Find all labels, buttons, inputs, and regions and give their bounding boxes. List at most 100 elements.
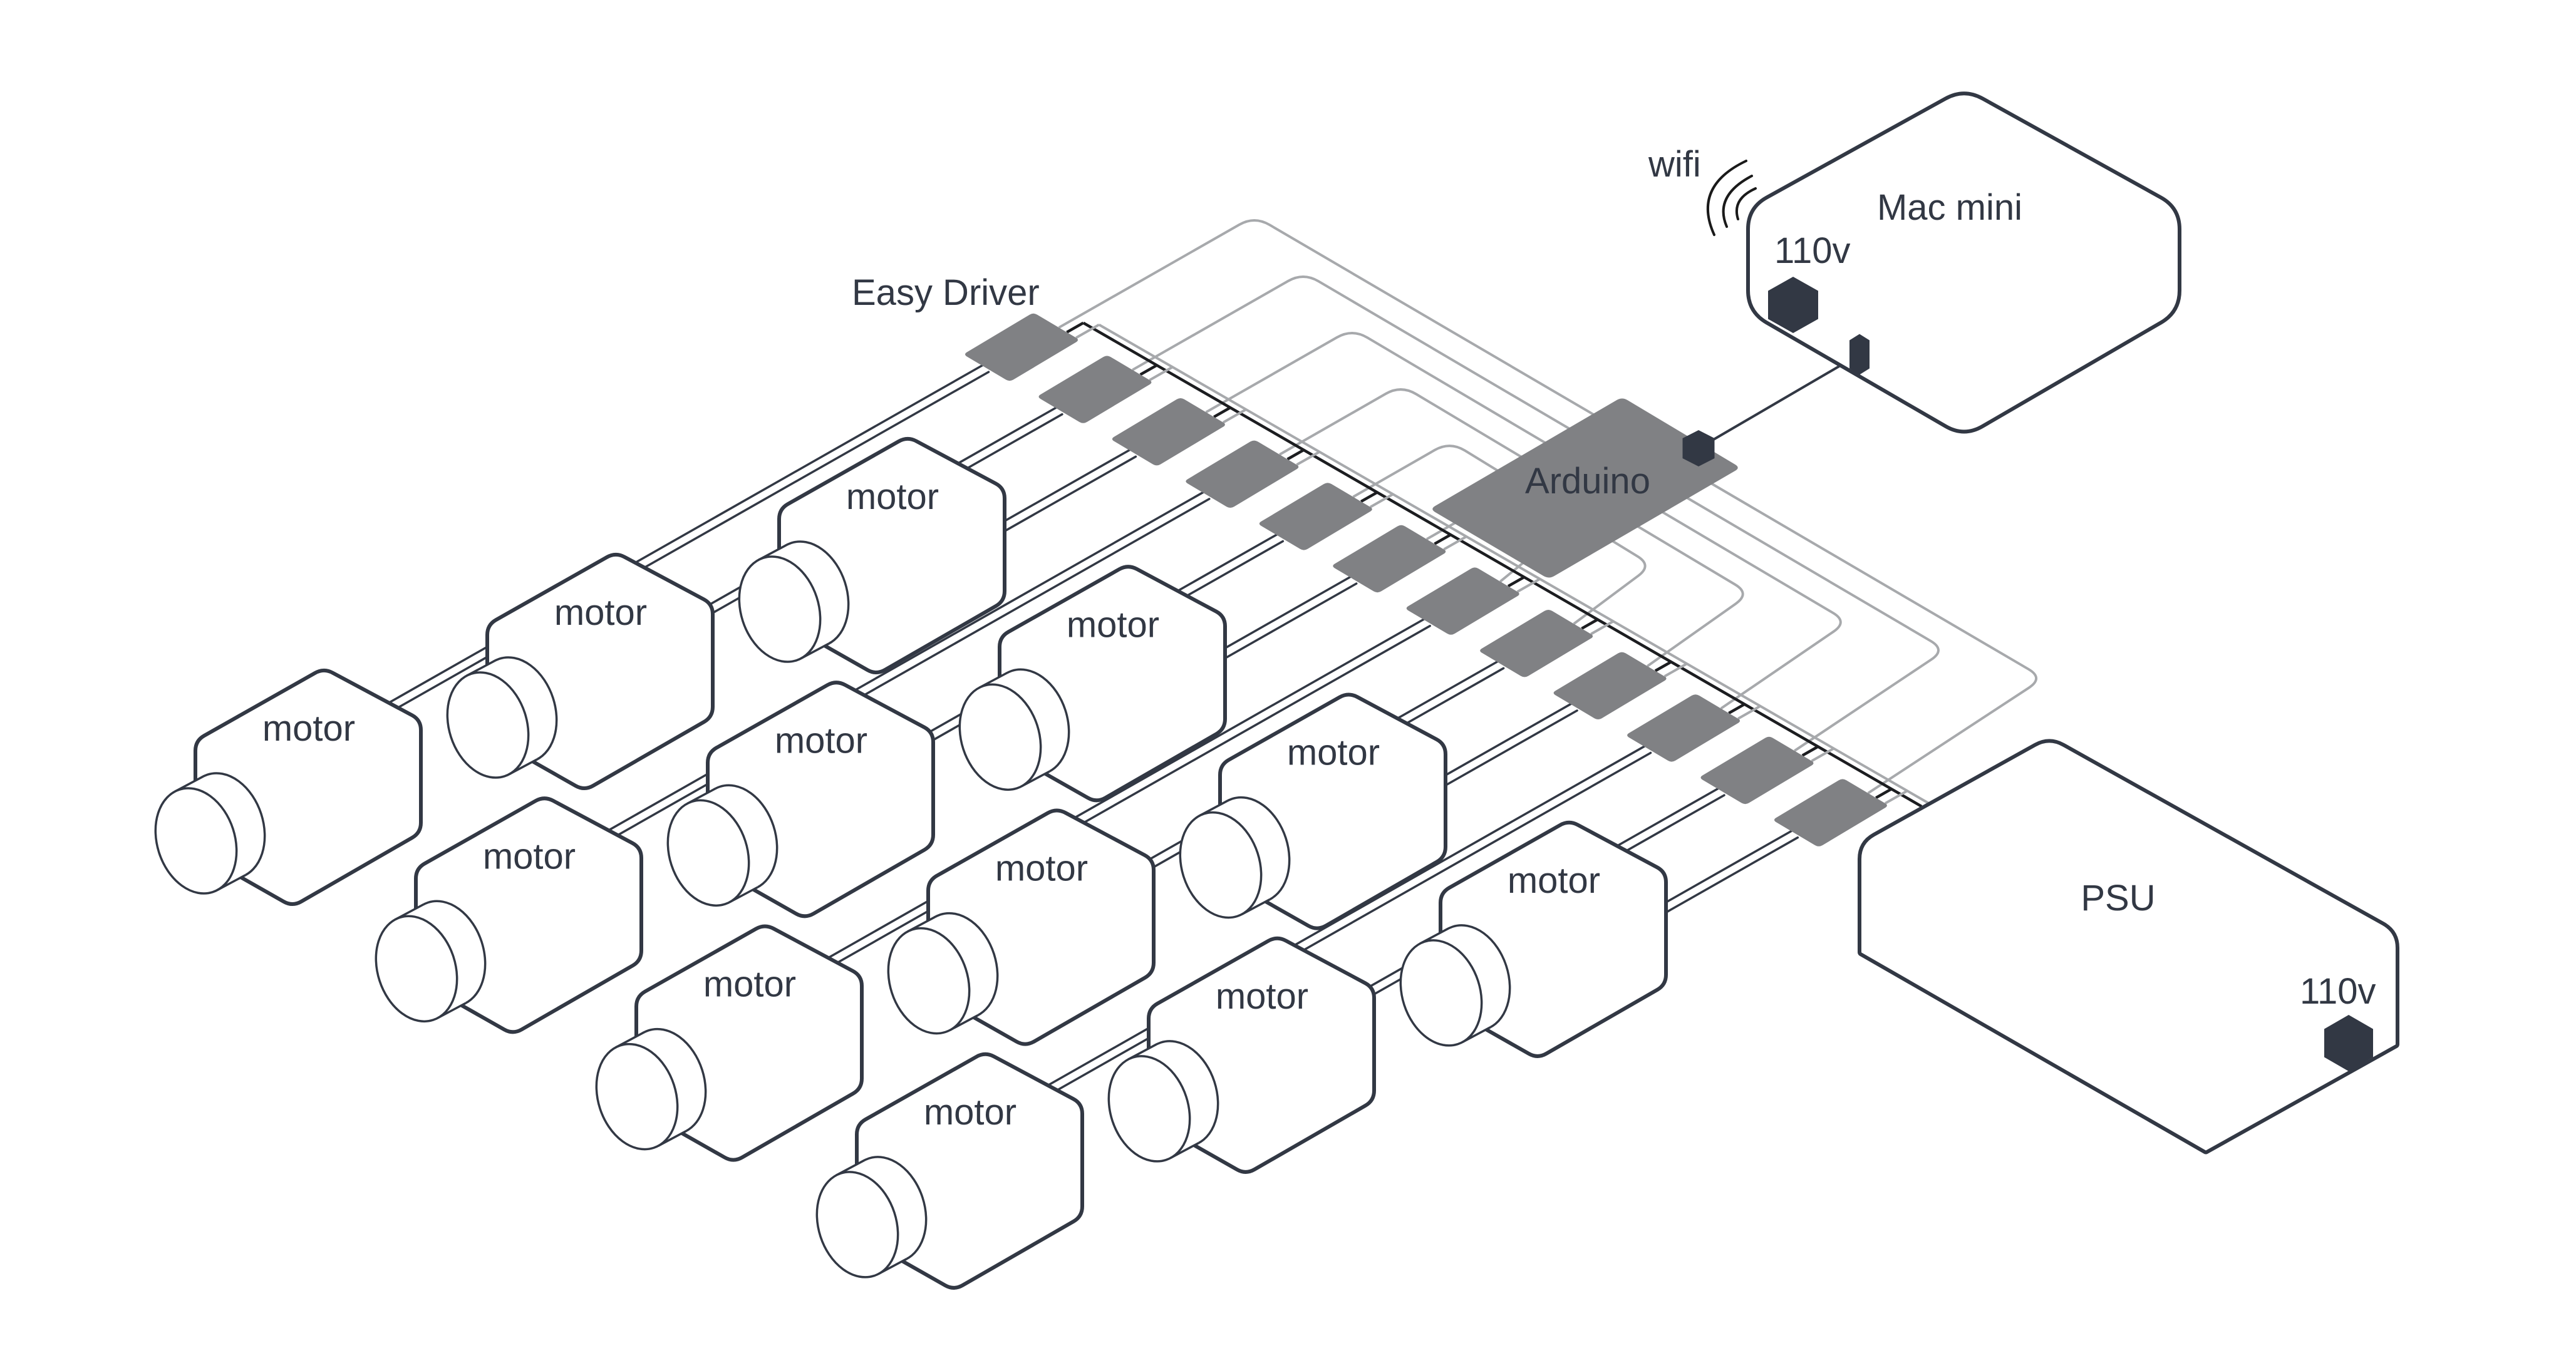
motor-label: motor bbox=[924, 1092, 1016, 1133]
motor-shaft-flange bbox=[738, 540, 850, 663]
easy-driver-board[interactable] bbox=[1480, 610, 1593, 677]
power-port-icon bbox=[1768, 277, 1818, 333]
usb-cable bbox=[1697, 353, 1861, 450]
motor-cable bbox=[588, 490, 1211, 850]
motor-cable-strand bbox=[592, 498, 1211, 850]
motor-shaft-flange bbox=[375, 900, 487, 1023]
motor-shaft-flange bbox=[1179, 796, 1291, 919]
usb-port-icon bbox=[1682, 430, 1715, 466]
arduino-board-shape bbox=[1432, 398, 1738, 578]
easy-driver-board[interactable] bbox=[1186, 440, 1299, 508]
usb-port-icon bbox=[1849, 334, 1870, 375]
motor-label: motor bbox=[775, 720, 867, 761]
motors: motor motor motor motor motor motor motor motor… bbox=[142, 436, 1668, 1290]
motor-label: motor bbox=[1508, 860, 1600, 901]
power-bus-line bbox=[1098, 323, 1931, 806]
motor-shaft-flange bbox=[1399, 924, 1511, 1047]
motor-shaft-flange bbox=[154, 772, 266, 895]
mac-mini-power-label: 110v bbox=[1774, 230, 1850, 271]
logic-bus-stub bbox=[1066, 321, 1084, 334]
easy-driver-board[interactable] bbox=[1259, 483, 1372, 550]
easy-driver-board[interactable] bbox=[965, 313, 1078, 381]
mac-mini-label: Mac mini bbox=[1877, 187, 2022, 228]
easy-driver-boards bbox=[965, 313, 1887, 846]
logic-bus-stub bbox=[1360, 491, 1379, 503]
power-bus bbox=[1066, 321, 1931, 808]
logic-bus-stub bbox=[1434, 533, 1452, 545]
wifi-label: wifi bbox=[1648, 144, 1701, 185]
motor[interactable]: motor bbox=[1095, 936, 1376, 1174]
easy-driver-board[interactable] bbox=[1406, 567, 1519, 635]
motor[interactable]: motor bbox=[654, 681, 935, 918]
power-bus-stub bbox=[1811, 747, 1834, 763]
easy-driver-board[interactable] bbox=[1553, 652, 1667, 719]
motor-label: motor bbox=[1287, 733, 1380, 773]
logic-bus-stub bbox=[1875, 788, 1893, 800]
power-bus-stub bbox=[1443, 535, 1467, 551]
motor[interactable]: motor bbox=[946, 565, 1227, 803]
motor-label: motor bbox=[995, 848, 1088, 889]
power-bus-stub bbox=[1075, 323, 1100, 339]
motor-shaft-flange bbox=[887, 912, 999, 1035]
easy-driver-board[interactable] bbox=[1700, 736, 1814, 805]
motor-cable-strand bbox=[372, 371, 990, 723]
easy-driver-board[interactable] bbox=[1038, 356, 1152, 423]
motor-label: motor bbox=[554, 592, 647, 633]
easy-driver-label: Easy Driver bbox=[852, 272, 1040, 313]
easy-driver-board[interactable] bbox=[1112, 398, 1225, 466]
motor-shaft-flange bbox=[666, 784, 778, 907]
arduino-board[interactable]: Arduino bbox=[1432, 353, 1861, 578]
power-bus-stub bbox=[1223, 408, 1247, 424]
motor-label: motor bbox=[1216, 976, 1308, 1017]
motor[interactable]: motor bbox=[726, 436, 1006, 675]
power-bus-stub bbox=[1885, 790, 1908, 805]
power-bus-stub bbox=[1149, 366, 1174, 381]
motor-cable-strand bbox=[813, 624, 1431, 977]
motor-cable bbox=[809, 617, 1431, 977]
motor[interactable]: motor bbox=[142, 668, 423, 907]
motor[interactable]: motor bbox=[363, 796, 643, 1034]
motor[interactable]: motor bbox=[804, 1052, 1084, 1290]
logic-bus-line bbox=[1082, 321, 1923, 808]
easy-driver-board[interactable] bbox=[1774, 779, 1887, 846]
power-bus-stub bbox=[1590, 620, 1614, 635]
motor-cable-strand bbox=[809, 617, 1427, 970]
psu-power-label: 110v bbox=[2300, 971, 2376, 1012]
motor-shaft-flange bbox=[958, 668, 1070, 791]
logic-bus-stub bbox=[1139, 364, 1158, 376]
logic-bus-stub bbox=[1507, 575, 1525, 588]
easy-driver-board[interactable] bbox=[1627, 694, 1741, 762]
motor[interactable]: motor bbox=[1167, 692, 1447, 930]
psu[interactable]: PSU 110v bbox=[1858, 739, 2399, 1155]
motor[interactable]: motor bbox=[1387, 820, 1668, 1058]
motor-shaft-flange bbox=[1107, 1040, 1219, 1163]
motor[interactable]: motor bbox=[875, 808, 1156, 1046]
psu-label: PSU bbox=[2081, 878, 2155, 918]
motor-cable-strand bbox=[1033, 751, 1652, 1104]
wifi-icon bbox=[1706, 160, 1757, 236]
easy-driver-board[interactable] bbox=[1333, 525, 1446, 593]
psu-body bbox=[1858, 739, 2399, 1155]
logic-bus-stub bbox=[1654, 661, 1672, 672]
power-bus-stub bbox=[1737, 705, 1761, 720]
power-bus-stub bbox=[1516, 577, 1541, 593]
power-bus-stub bbox=[1296, 450, 1320, 466]
logic-bus-stub bbox=[1286, 448, 1305, 461]
motor[interactable]: motor bbox=[583, 924, 864, 1162]
power-port-icon bbox=[2324, 1015, 2373, 1071]
power-bus-stub bbox=[1663, 662, 1688, 678]
motor[interactable]: motor bbox=[434, 552, 715, 791]
motor-cable-strand bbox=[368, 363, 986, 716]
arduino-label: Arduino bbox=[1525, 461, 1650, 501]
logic-bus-stub bbox=[1801, 745, 1819, 757]
motor-label: motor bbox=[846, 476, 939, 517]
power-bus-stub bbox=[1369, 493, 1394, 508]
logic-bus-stub bbox=[1728, 702, 1746, 715]
motor-label: motor bbox=[262, 708, 355, 749]
motor-shaft-flange bbox=[595, 1027, 707, 1151]
motor-label: motor bbox=[483, 836, 576, 877]
motor-cable bbox=[368, 363, 990, 723]
mac-mini[interactable]: Mac mini 110v wifi bbox=[1648, 91, 2181, 434]
